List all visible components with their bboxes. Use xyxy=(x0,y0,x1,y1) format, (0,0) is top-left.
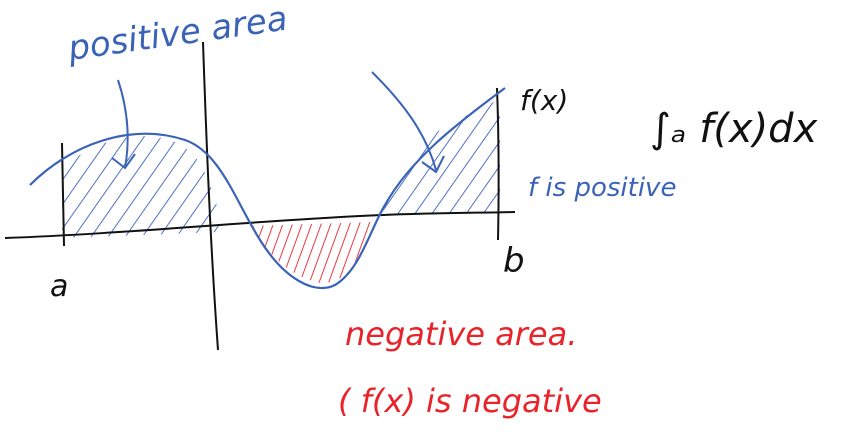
a-label: a xyxy=(50,269,68,304)
b-label: b xyxy=(503,241,525,281)
x-axis xyxy=(4,211,516,239)
arrow-positive-area-right xyxy=(371,71,445,174)
f-of-x-label: f(x) xyxy=(520,84,568,117)
integral-expression: ∫ₐ f(x)dx xyxy=(650,106,818,152)
positive-area-left-hatch xyxy=(62,136,220,238)
positive-area-right-hatch xyxy=(382,98,500,214)
function-curve xyxy=(29,87,506,290)
negative-area-hatch xyxy=(252,222,372,284)
f-negative-label: ( f(x) is negative xyxy=(338,382,602,420)
bound-b-line xyxy=(496,87,500,241)
positive-area-label: positive area xyxy=(65,0,290,69)
negative-area-label: negative area. xyxy=(345,315,577,353)
arrow-positive-area-left xyxy=(111,79,136,170)
f-is-positive-label: f is positive xyxy=(528,173,676,203)
y-axis xyxy=(202,41,219,351)
